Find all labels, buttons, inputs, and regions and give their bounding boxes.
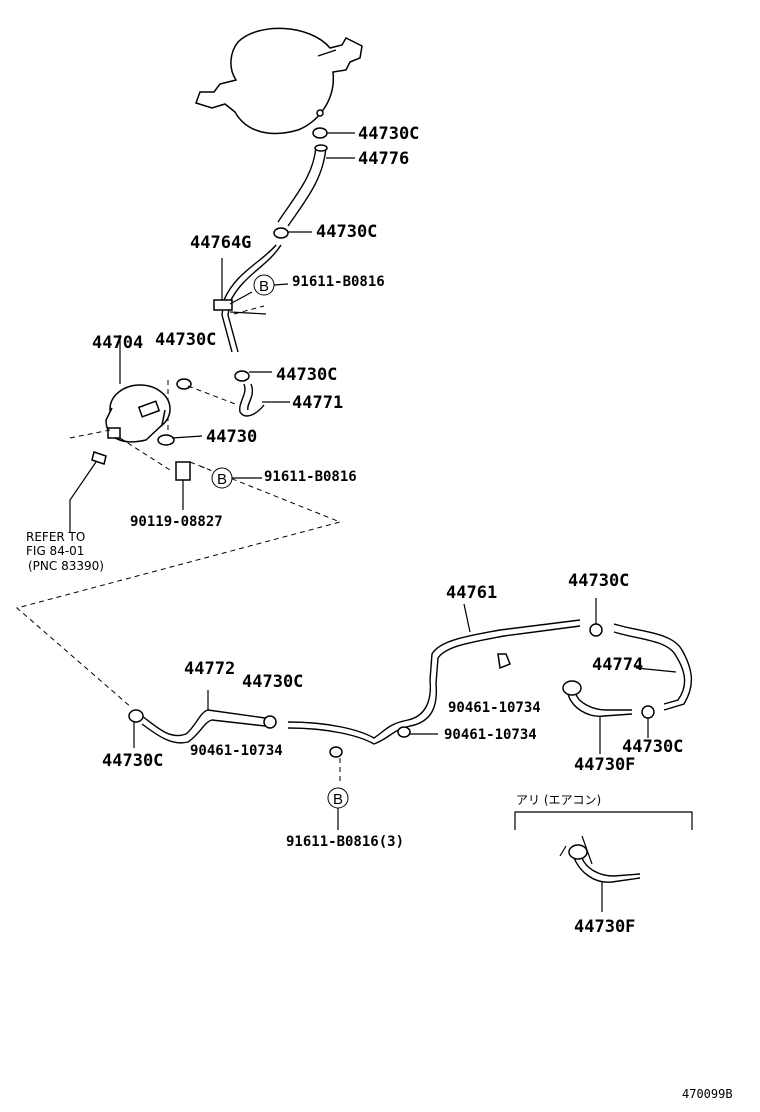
clip-44730c-top [312,127,355,139]
label-l18: 90461-10734 [448,700,541,716]
hose-44772 [141,690,266,744]
reference-line1: REFER TO [26,530,85,544]
clip-44730c-right-bottom [641,705,655,738]
label-l12: 90119-08827 [130,514,223,530]
label-l22: 44730F [574,755,635,775]
label-l03: 44730C [316,222,377,242]
brake-booster [195,27,363,135]
label-l14: 44730C [568,571,629,591]
label-l08: 44730C [276,365,337,385]
diagram-code: 470099B [682,1087,733,1101]
dashed-leader-2 [199,465,211,471]
clip-44730c-3 [234,370,272,382]
label-l23: 44730C [102,751,163,771]
dashed-leader [15,429,342,709]
bubble-b3-text: B [333,791,343,808]
bubble-b2-text: B [217,471,227,488]
clamp-90461-a [497,653,511,670]
label-l06: 44704 [92,333,143,353]
label-l16: 44772 [184,659,235,679]
label-l02: 44776 [358,149,409,169]
reference-leader [69,451,107,532]
label-l09: 44771 [292,393,343,413]
clip-44730c-mid [263,715,277,729]
clip-44730c-4 [167,378,239,430]
hose-44776 [277,144,355,227]
bubble-b1-text: B [259,278,269,295]
label-l24: 91611-B0816(3) [286,834,404,850]
option-note: アリ (エアコン) [516,793,601,807]
label-l04: 44764G [190,233,251,253]
label-l25: 44730F [574,917,635,937]
label-l13: 44761 [446,583,497,603]
option-union-44730f [559,835,641,912]
label-l21: 44730C [622,737,683,757]
option-bracket [514,811,693,830]
hose-44771 [239,383,290,417]
vacuum-tank-44704 [105,335,171,443]
fitting-44730 [157,434,203,446]
label-l19: 90461-10734 [444,727,537,743]
label-l05: 91611-B0816 [292,274,385,290]
label-l11: 91611-B0816 [264,469,357,485]
clip-44730c-right-top [589,598,603,637]
reference-line3: (PNC 83390) [28,559,104,573]
pipe-44761 [287,603,581,745]
label-l07: 44730C [155,330,216,350]
union-44730f [562,680,633,754]
label-l17: 44730C [242,672,303,692]
hose-44774 [613,623,692,711]
bolt-90119-08827 [175,461,191,510]
clip-44730c-2 [273,227,312,239]
clamp-90461-b [397,726,438,738]
clamp-90461-c [329,746,343,782]
label-l15: 44774 [592,655,643,675]
clip-44730c-left [128,709,144,748]
pipe-44764g [213,244,282,353]
label-l20: 90461-10734 [190,743,283,759]
reference-line2: FIG 84-01 [26,544,84,558]
label-l01: 44730C [358,124,419,144]
label-l10: 44730 [206,427,257,447]
